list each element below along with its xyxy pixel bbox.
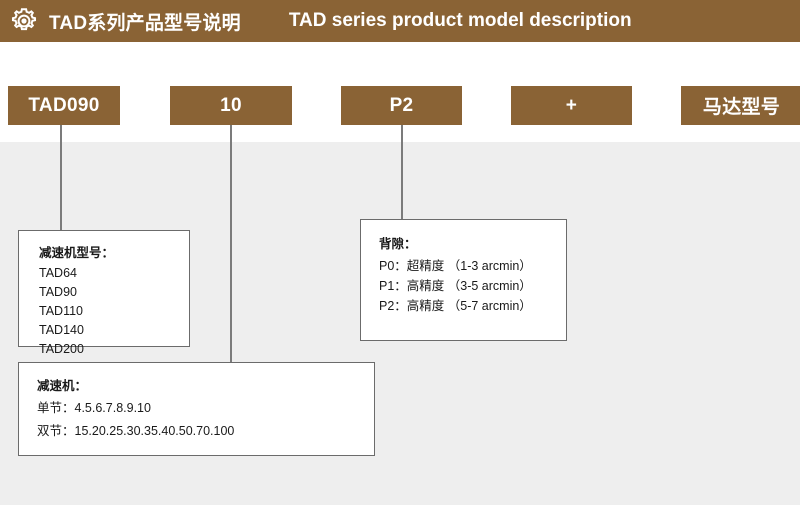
info-box-ratio-title: 减速机： [37, 379, 88, 393]
info-box-model-title: 减速机型号： [39, 246, 115, 260]
info-line: 单节：4.5.6.7.8.9.10 [37, 401, 151, 415]
code-box-ratio[interactable]: 10 [170, 86, 292, 125]
info-box-backlash-lines: P0：超精度 （1-3 arcmin） P1：高精度 （3-5 arcmin） … [379, 256, 532, 316]
info-line: TAD140 [39, 323, 84, 337]
info-line: P0：超精度 （1-3 arcmin） [379, 259, 532, 273]
code-box-backlash[interactable]: P2 [341, 86, 462, 125]
info-box-backlash-title: 背隙： [379, 237, 417, 251]
info-box-ratio: 减速机： 单节：4.5.6.7.8.9.10 双节：15.20.25.30.35… [18, 362, 375, 456]
info-box-model: 减速机型号： TAD64 TAD90 TAD110 TAD140 TAD200 [18, 230, 190, 356]
info-line: TAD90 [39, 285, 77, 299]
info-line: P2：高精度 （5-7 arcmin） [379, 299, 532, 313]
page-header: TAD系列产品型号说明 TAD series product model des… [0, 0, 800, 42]
info-line: 双节：15.20.25.30.35.40.50.70.100 [37, 424, 235, 438]
header-title-chinese: TAD系列产品型号说明 [49, 12, 241, 34]
code-box-model[interactable]: TAD090 [8, 86, 120, 125]
header-title-english: TAD series product model description [288, 10, 632, 31]
info-box-ratio-lines: 单节：4.5.6.7.8.9.10 双节：15.20.25.30.35.40.5… [37, 397, 234, 443]
info-box-model-lines: TAD64 TAD90 TAD110 TAD140 TAD200 [39, 264, 84, 359]
info-line: TAD110 [39, 304, 84, 318]
connector-line-backlash [401, 125, 403, 220]
info-line: TAD64 [39, 266, 77, 280]
code-box-plus[interactable]: + [511, 86, 632, 125]
info-line: P1：高精度 （3-5 arcmin） [379, 279, 532, 293]
connector-line-model [60, 125, 62, 231]
connector-line-ratio [230, 125, 232, 363]
info-line: TAD200 [39, 342, 84, 356]
gear-icon [7, 4, 41, 38]
code-box-motor-model[interactable]: 马达型号 [681, 86, 800, 125]
info-box-backlash: 背隙： P0：超精度 （1-3 arcmin） P1：高精度 （3-5 arcm… [360, 219, 567, 341]
